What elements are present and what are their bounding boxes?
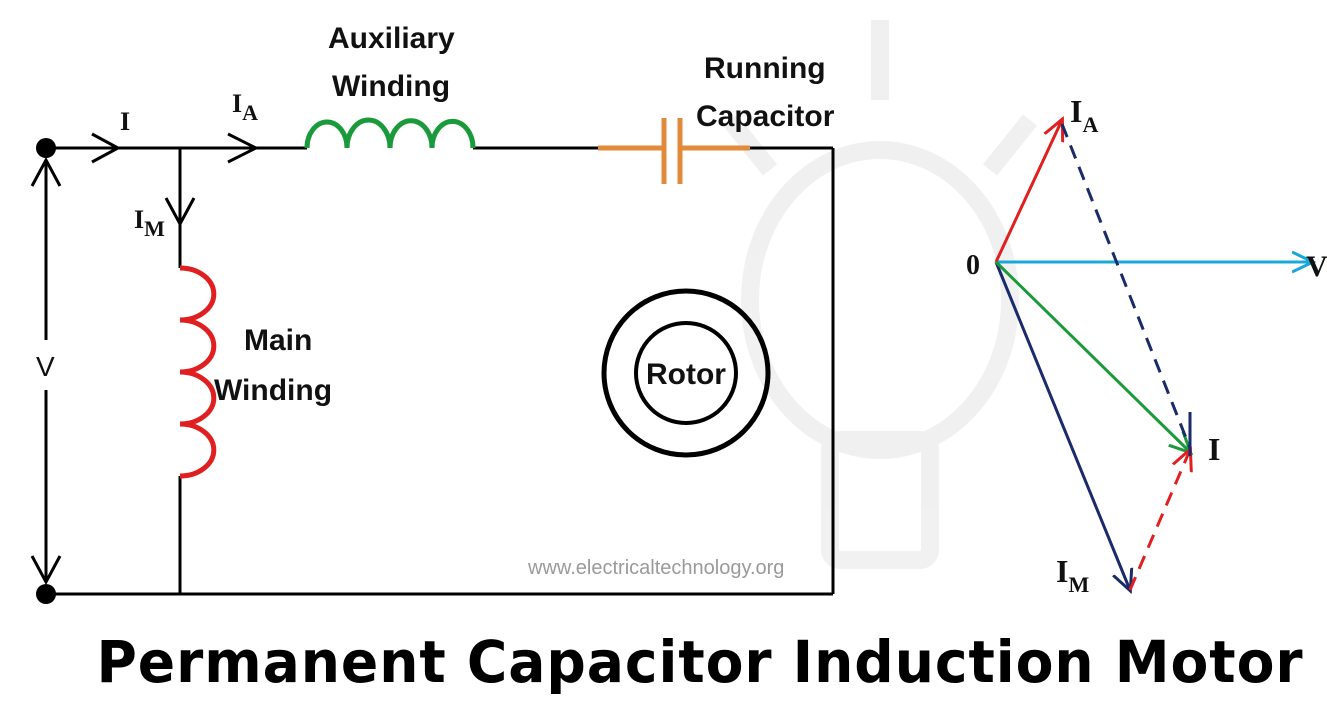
i-phasor [994, 260, 1190, 452]
diagram-title: Permanent Capacitor Induction Motor [96, 628, 1304, 696]
circuit-wires [46, 146, 835, 596]
auxiliary-winding [304, 117, 476, 149]
rotor-label: Rotor [646, 358, 726, 391]
capacitor-label-1: Running [704, 52, 826, 85]
phasor-im-label: IM [1056, 553, 1089, 597]
current-im-label: IM [134, 205, 165, 241]
watermark-url: www.electricaltechnology.org [527, 557, 784, 579]
current-im-arrow [164, 197, 196, 228]
supply-voltage-label: V [36, 351, 55, 382]
current-i-arrow [91, 132, 122, 164]
im-projection-dashed [1128, 450, 1190, 591]
phasor-origin-label: 0 [966, 250, 980, 281]
rotor-inner [634, 321, 738, 425]
im-phasor [994, 261, 1130, 590]
current-ia-arrow [227, 132, 260, 164]
aux-winding-label-2: Winding [332, 70, 450, 103]
ia-projection-dashed [1060, 123, 1192, 449]
main-winding [179, 265, 217, 479]
running-capacitor [598, 118, 750, 184]
main-winding-label-2: Winding [214, 374, 332, 407]
current-ia-label: IA [232, 89, 258, 125]
phasor-v-label: V [1306, 250, 1327, 283]
ia-phasor [994, 120, 1062, 263]
current-i-label: I [120, 107, 130, 136]
top-terminal [36, 138, 56, 158]
supply-voltage-arrow [30, 156, 62, 586]
main-winding-label-1: Main [244, 324, 312, 357]
bottom-terminal [36, 584, 56, 604]
phasor-diagram: 0 V IA I IM [966, 93, 1327, 597]
phasor-ia-label: IA [1070, 93, 1098, 137]
capacitor-label-2: Capacitor [696, 100, 835, 133]
rotor-outer [601, 288, 771, 458]
aux-winding-label-1: Auxiliary [328, 22, 455, 55]
phasor-i-label: I [1208, 431, 1220, 467]
